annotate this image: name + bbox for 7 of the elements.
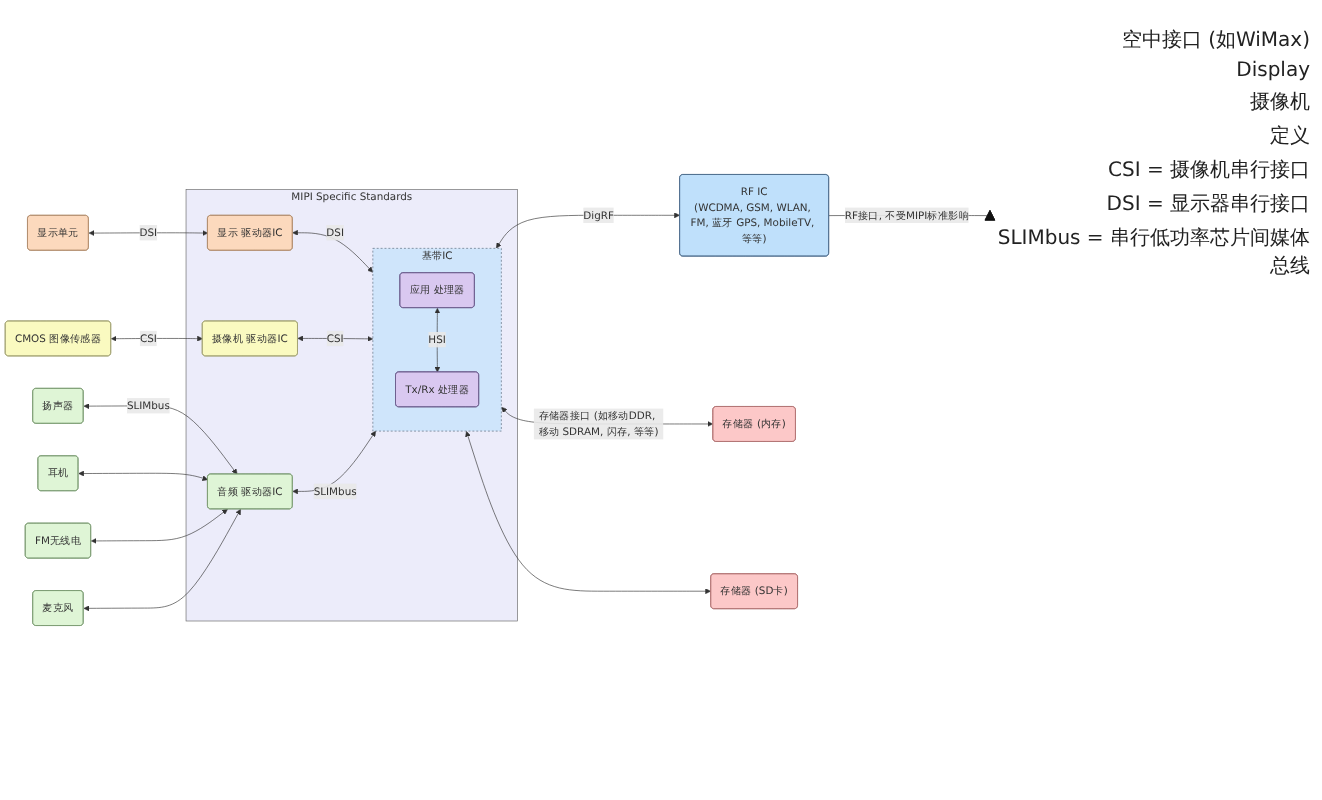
note-text: CSI = 摄像机串行接口 (1105, 157, 1310, 184)
note-text: 空中接口 (如WiMax) (1119, 27, 1310, 54)
note-text: 定义 (1268, 123, 1310, 150)
note-text: DSI = 显示器串行接口 (1104, 191, 1310, 218)
note-text: SLIMbus = 串行低功率芯片间媒体总线 (995, 225, 1310, 280)
note-text: 摄像机 (1248, 89, 1310, 116)
note-text: Display (1234, 60, 1310, 82)
